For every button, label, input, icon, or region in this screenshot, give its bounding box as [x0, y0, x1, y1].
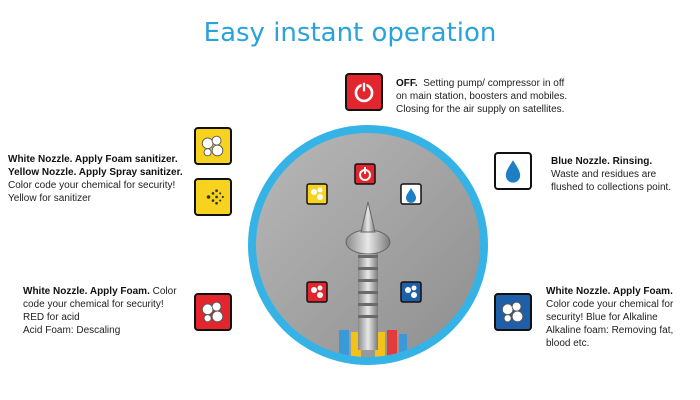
- off-line: on main station, boosters and mobiles.: [396, 91, 568, 102]
- off-line: Setting pump/ compressor in off: [423, 78, 565, 89]
- selector-dial[interactable]: [243, 120, 493, 370]
- yellow-line: Yellow for sanitizer: [8, 193, 92, 204]
- alkaline-line: security! Blue for Alkaline: [546, 312, 658, 323]
- acid-line: Acid Foam: Descaling: [23, 325, 121, 336]
- dial-drop-icon: [400, 183, 422, 205]
- alkaline-line: Color code your chemical for: [546, 299, 674, 310]
- dial-foam-yellow-icon: [306, 183, 328, 205]
- rinse-line: flushed to collections point.: [551, 182, 672, 193]
- spray-sanitizer-icon: [194, 178, 232, 216]
- foam-sanitizer-icon: [194, 127, 232, 165]
- acid-heading: White Nozzle. Apply Foam.: [23, 286, 150, 297]
- off-line: Closing for the air supply on satellites…: [396, 104, 565, 115]
- rinse-drop-icon: [494, 152, 532, 190]
- acid-line: RED for acid: [23, 312, 80, 323]
- alkaline-line: blood etc.: [546, 338, 590, 349]
- rinse-description: Blue Nozzle. Rinsing. Waste and residues…: [551, 155, 671, 194]
- acid-line: code your chemical for security!: [23, 299, 164, 310]
- rinse-heading: Blue Nozzle. Rinsing.: [551, 156, 653, 167]
- color-code-line: Color code your chemical for security!: [8, 180, 176, 191]
- acid-heading-rest: Color: [149, 286, 177, 297]
- rinse-line: Waste and residues are: [551, 169, 657, 180]
- alkaline-foam-icon: [494, 293, 532, 331]
- acid-foam-icon: [194, 293, 232, 331]
- spray-line: Yellow Nozzle. Apply Spray sanitizer.: [8, 167, 183, 178]
- alkaline-description: White Nozzle. Apply Foam. Color code you…: [546, 285, 673, 350]
- foam-spray-description: White Nozzle. Apply Foam sanitizer. Yell…: [8, 153, 183, 205]
- acid-description: White Nozzle. Apply Foam. Color code you…: [23, 285, 177, 337]
- dial-foam-red-icon: [306, 281, 328, 303]
- off-power-icon: [345, 73, 383, 111]
- off-heading: OFF.: [396, 78, 418, 89]
- page-title: Easy instant operation: [203, 18, 497, 48]
- alkaline-heading: White Nozzle. Apply Foam.: [546, 286, 673, 297]
- dial-power-icon: [354, 163, 376, 185]
- alkaline-line: Alkaline foam: Removing fat,: [546, 325, 674, 336]
- off-description: OFF. Setting pump/ compressor in off on …: [396, 77, 567, 116]
- dial-foam-blue-icon: [400, 281, 422, 303]
- foam-line: White Nozzle. Apply Foam sanitizer.: [8, 154, 178, 165]
